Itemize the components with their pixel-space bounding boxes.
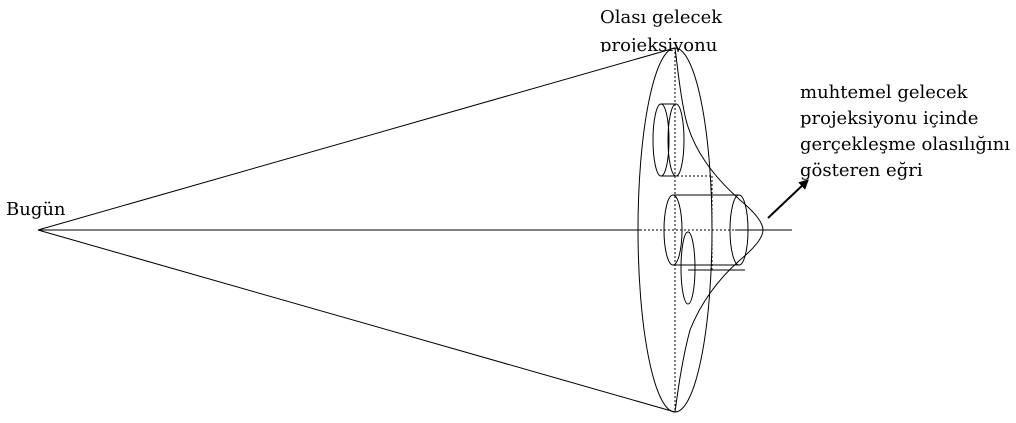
cone-lower-edge	[37, 229, 676, 413]
lower-cylinder	[680, 231, 745, 305]
probability-curve	[674, 47, 764, 413]
upper-cylinder	[652, 103, 685, 177]
today-label: Bugün	[6, 199, 66, 220]
projection-label-line1: Olası gelecek	[600, 7, 723, 28]
curve-label: muhtemel gelecek projeksiyonu içinde ger…	[800, 80, 1010, 184]
curve-label-line2: projeksiyonu içinde	[800, 108, 979, 129]
projection-label: Olası gelecek projeksiyonu	[600, 4, 760, 52]
central-cylinder	[663, 194, 749, 266]
curve-pointer-arrow	[767, 179, 809, 219]
projection-label-line2: projeksiyonu	[600, 35, 718, 52]
curve-label-line3: gerçekleşme olasılığını	[800, 134, 1010, 155]
curve-label-line4: gösteren eğri	[800, 160, 923, 181]
cone-upper-edge	[37, 47, 676, 231]
curve-label-line1: muhtemel gelecek	[800, 82, 968, 103]
